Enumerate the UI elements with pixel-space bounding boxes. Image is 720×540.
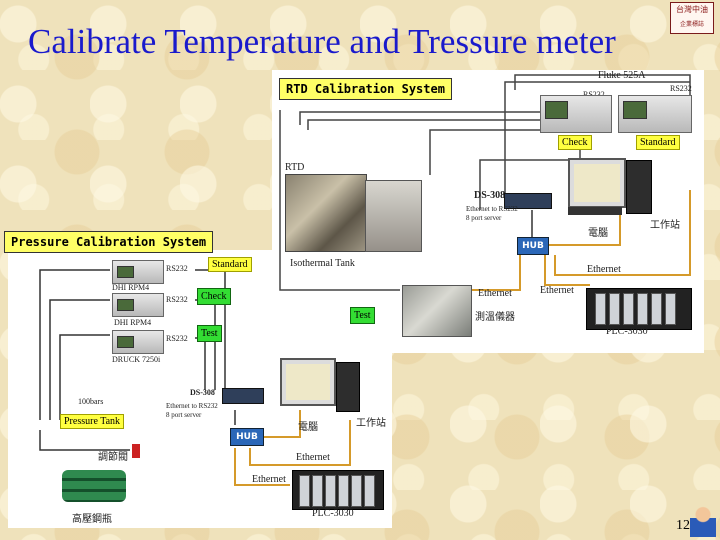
pressure-pc-label: 電腦 — [298, 422, 318, 433]
rtd-check-label: Check — [558, 135, 592, 150]
logo-text: 台灣中油 — [676, 5, 708, 14]
valve-icon — [132, 444, 140, 458]
pressure-test-label: Test — [197, 325, 222, 342]
rtd-ethernet-label-c: Ethernet — [540, 285, 574, 296]
rtd-rs232-label-b: RS232 — [670, 84, 692, 93]
isothermal-tank-photo — [285, 174, 367, 252]
druck-device — [112, 330, 164, 354]
rtd-ds308-device — [504, 193, 552, 209]
pressure-rs232-label-3: RS232 — [166, 334, 188, 343]
pressure-pc-monitor — [280, 358, 336, 406]
pressure-hub: HUB — [230, 428, 264, 446]
rtd-system-title: RTD Calibration System — [279, 78, 452, 100]
rtd-plc-label: PLC-3030 — [606, 326, 648, 337]
pressure-ds308-label: DS-308 — [190, 388, 215, 397]
equipment-photo — [365, 180, 422, 252]
pressure-ethernet-label-a: Ethernet — [296, 452, 330, 463]
rtd-ds308-desc: Ethernet to RS232 8 port server — [466, 205, 518, 223]
dhi-rpm4-label-2: DHI RPM4 — [114, 318, 152, 327]
pressure-check-label: Check — [197, 288, 231, 305]
dhi-rpm4-device-2 — [112, 293, 164, 317]
rtd-test-equipment-photo — [402, 285, 472, 337]
bars-label: 100bars — [78, 397, 104, 406]
pressure-ws-label: 工作站 — [356, 418, 386, 429]
gas-bottles-icon — [62, 470, 126, 502]
measuring-instrument-label: 測溫儀器 — [475, 312, 515, 323]
rtd-ethernet-label-b: Ethernet — [478, 288, 512, 299]
bottle-label: 高壓鋼瓶 — [72, 514, 112, 525]
pressure-plc — [292, 470, 384, 510]
pressure-system-title: Pressure Calibration System — [4, 231, 214, 253]
page-title: Calibrate Temperature and Tressure meter — [28, 22, 616, 61]
rtd-ethernet-label-a: Ethernet — [587, 264, 621, 275]
isothermal-tank-label: Isothermal Tank — [290, 258, 355, 269]
rtd-pc-monitor — [568, 158, 626, 208]
rtd-ws-label: 工作站 — [650, 220, 680, 231]
rtd-standard-label: Standard — [636, 135, 680, 150]
dhi-rpm4-device-1 — [112, 260, 164, 284]
check-meter — [540, 95, 612, 133]
pressure-ds308-desc: Ethernet to RS232 8 port server — [166, 402, 218, 420]
pressure-plc-label: PLC-3030 — [312, 508, 354, 519]
rtd-pc-label: 電腦 — [588, 228, 608, 239]
standard-meter — [618, 95, 692, 133]
rtd-plc — [586, 288, 692, 330]
fluke-label: Fluke 525A — [598, 70, 646, 81]
rtd-rs232-label-a: RS232 — [583, 90, 605, 99]
dhi-rpm4-label-1: DHI RPM4 — [112, 283, 150, 292]
rtd-ds308-label: DS-308 — [474, 190, 506, 201]
rtd-test-label: Test — [350, 307, 375, 324]
rtd-ds308-desc-text: Ethernet to RS232 8 port server — [466, 205, 518, 222]
pressure-standard-label: Standard — [208, 257, 252, 272]
druck-label: DRUCK 7250i — [112, 355, 161, 364]
rtd-keyboard — [568, 207, 622, 215]
mascot-icon — [690, 505, 716, 537]
rtd-label: RTD — [285, 162, 305, 173]
pressure-tank-label: Pressure Tank — [60, 414, 125, 429]
page-number: 12 — [676, 518, 690, 533]
pressure-ethernet-label-b: Ethernet — [252, 474, 286, 485]
pressure-pc-tower — [336, 362, 360, 412]
pressure-rs232-label-2: RS232 — [166, 295, 188, 304]
pressure-ds308-desc-text: Ethernet to RS232 8 port server — [166, 402, 218, 419]
pressure-rs232-label-1: RS232 — [166, 264, 188, 273]
rtd-pc-tower — [626, 160, 652, 214]
pressure-ds308-device — [222, 388, 264, 404]
rtd-hub: HUB — [517, 237, 549, 255]
valve-label: 調節閥 — [98, 452, 128, 463]
company-logo: 台灣中油企業標誌 — [670, 2, 714, 34]
